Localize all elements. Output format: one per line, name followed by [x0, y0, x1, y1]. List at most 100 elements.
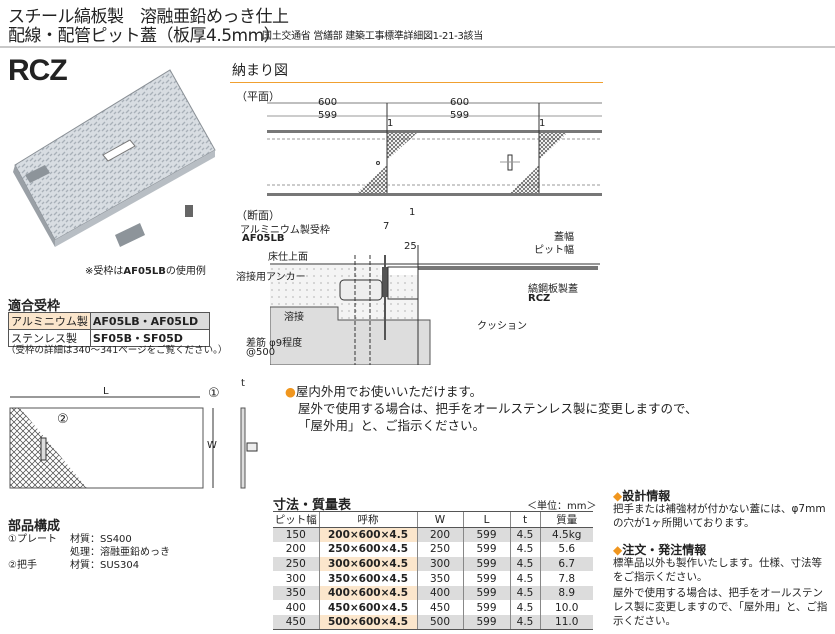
table-cell: 4.5	[509, 600, 540, 616]
table-cell: 599	[462, 542, 510, 557]
table-cell: 599	[462, 527, 510, 543]
cover-width-label: 蓋幅	[554, 232, 574, 243]
table-cell: 4.5	[509, 556, 540, 572]
title-line2: 配線・配管ピット蓋（板厚4.5mm）	[8, 26, 281, 46]
part-spec: 材質：SS400	[70, 534, 132, 545]
frame-model: AF05LB	[242, 233, 285, 244]
photo-caption: ※受枠はAF05LBの使用例	[85, 262, 206, 277]
table-cell: 599	[462, 571, 510, 586]
order-info-text2: 屋外で使用する場合は、把手をオールステンレス製に変更しますので、「屋外用」と、ご…	[613, 587, 828, 627]
dim-25: 25	[404, 241, 417, 252]
cover-model: RCZ	[528, 293, 551, 304]
table-cell: 4.5	[509, 527, 540, 543]
frames-note: （受枠の詳細は340～341ページをご覧ください。）	[6, 345, 228, 356]
standard-note: 国土交通省 営繕部 建築工事標準詳細図1-21-3該当	[262, 31, 483, 42]
table-cell: 400×600×4.5	[318, 585, 417, 601]
table-cell: 300×600×4.5	[318, 556, 417, 572]
part1-marker: ①	[208, 386, 220, 401]
frame-material: アルミニウム製	[8, 312, 91, 330]
table-cell: 11.0	[539, 615, 593, 631]
plan-dim-1b: 1	[539, 118, 546, 129]
table-cell: 450	[273, 615, 319, 631]
table-cell: 4.5kg	[539, 527, 593, 543]
order-info-title: ◆注文・発注情報	[613, 543, 707, 557]
table-cell: 10.0	[539, 600, 593, 616]
col-name: 呼称	[318, 511, 417, 528]
table-header: ピット幅 呼称 W L t 質量	[273, 511, 593, 528]
usage-line1: 屋内外用でお使いいただけます。	[295, 384, 483, 399]
unit-label: ＜単位：mm＞	[527, 501, 597, 512]
table-cell: 4.5	[509, 615, 540, 631]
table-cell: 8.9	[539, 585, 593, 601]
table-cell: 250	[273, 556, 319, 572]
divider	[0, 46, 835, 48]
usage-line2: 屋外で使用する場合は、把手をオールステンレス製に変更しますので、	[298, 401, 698, 416]
table-cell: 300	[416, 556, 463, 572]
frame-models: SF05B・SF05D	[89, 329, 211, 347]
table-cell: 200	[285, 543, 306, 556]
plan-drawing	[267, 102, 602, 196]
rebar-label: 差筋 φ9程度	[246, 338, 303, 349]
table-cell: 500	[416, 615, 463, 631]
table-cell: 400	[416, 585, 463, 601]
plan-dim-599a: 599	[318, 110, 338, 121]
installation-title: 納まり図	[232, 63, 288, 79]
part-spec: 材質：SUS304	[70, 560, 140, 571]
dimension-table-title: 寸法・質量表	[273, 498, 352, 513]
table-cell: 250	[416, 542, 463, 557]
pit-width-label: ピット幅	[534, 245, 574, 256]
table-cell: 599	[462, 615, 510, 631]
part-spec: 処理：溶融亜鉛めっき	[70, 547, 170, 558]
table-cell: 4.5	[509, 585, 540, 601]
usage-note: ●屋内外用でお使いいただけます。 屋外で使用する場合は、把手をオールステンレス製…	[285, 383, 698, 434]
section-label: （断面）	[236, 209, 280, 222]
parts-title: 部品構成	[8, 519, 61, 534]
plan-dim-600b: 600	[450, 97, 470, 108]
part2-marker: ②	[57, 412, 69, 427]
table-cell: 599	[462, 600, 510, 616]
plate-drawing	[9, 396, 258, 489]
frame-models: AF05LB・AF05LD	[89, 312, 211, 330]
anchor-label: 溶接用アンカー	[236, 272, 306, 283]
design-title-text: 設計情報	[622, 489, 671, 503]
table-cell: 4.5	[509, 542, 540, 557]
usage-line3: 「屋外用」と、ご指示ください。	[298, 418, 486, 433]
weld-label: 溶接	[284, 312, 304, 323]
caption-model: AF05LB	[123, 266, 166, 277]
table-cell: 350	[273, 585, 319, 601]
table-cell: 599	[462, 556, 510, 572]
plan-dim-599b: 599	[450, 110, 470, 121]
section-drawing	[270, 245, 600, 365]
table-cell: 250×600×4.5	[318, 542, 417, 557]
table-cell: 500×600×4.5	[318, 615, 417, 631]
table-cell: 7.8	[539, 571, 593, 586]
order-info-text1: 標準品以外も製作いたします。仕様、寸法等をご指示ください。	[613, 557, 822, 583]
table-cell: 400	[285, 601, 306, 614]
table-cell: 200×600×4.5	[318, 527, 417, 543]
table-cell: 6.7	[539, 556, 593, 572]
accent-divider	[230, 82, 603, 83]
table-cell: 450×600×4.5	[318, 600, 417, 616]
product-code: RCZ	[8, 54, 68, 87]
frame-material: ステンレス製	[8, 329, 91, 347]
caption-prefix: ※受枠は	[85, 266, 124, 277]
table-cell: 4.5	[509, 571, 540, 586]
design-info-title: ◆設計情報	[613, 489, 671, 503]
design-info-text: 把手または補強材が付かない蓋には、φ7mmの穴が1ヶ所開いております。	[613, 503, 826, 529]
table-cell: 599	[462, 585, 510, 601]
title-line1: スチール縞板製 溶融亜鉛めっき仕上	[8, 7, 289, 27]
order-title-text: 注文・発注情報	[622, 543, 707, 557]
part-name: ②把手	[8, 560, 37, 571]
table-cell: 450	[416, 600, 463, 616]
table-cell: 300	[285, 572, 306, 585]
